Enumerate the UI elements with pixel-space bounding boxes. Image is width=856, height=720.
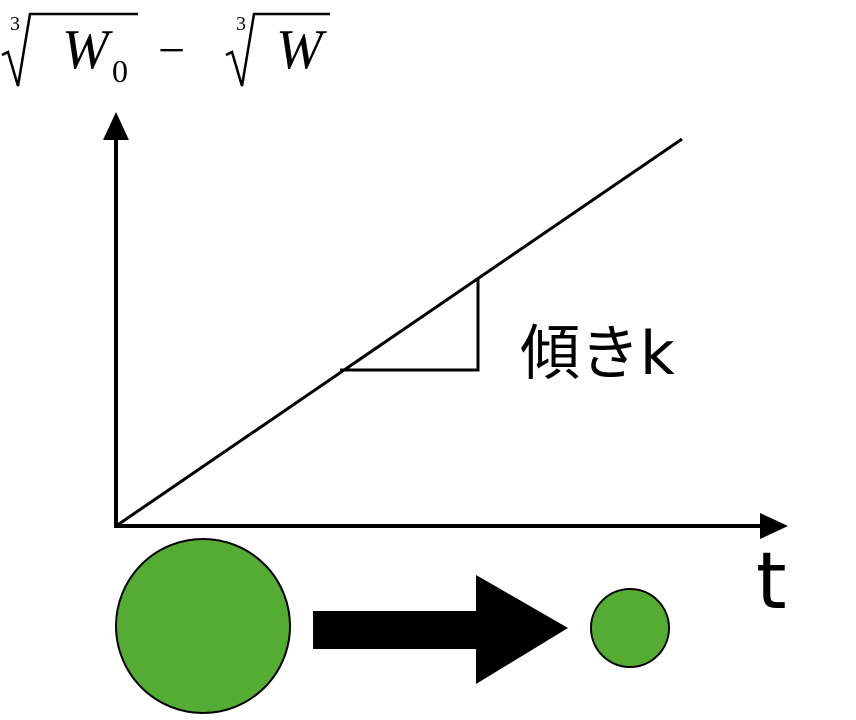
radicand-1-subscript: 0: [112, 53, 128, 89]
y-axis-arrow-icon: [103, 112, 129, 140]
x-axis-label: t: [756, 537, 787, 627]
y-axis-label: 3 W 0 − 3 W: [1, 12, 330, 89]
minus-operator: −: [158, 24, 185, 77]
slope-label: 傾きk: [520, 319, 675, 389]
root-index-2: 3: [236, 13, 246, 35]
radical-sign-2-icon: [225, 12, 330, 87]
radicand-1: W: [62, 19, 113, 81]
large-particle-icon: [115, 538, 291, 714]
linear-trend-line: [115, 137, 683, 528]
radicand-2: W: [276, 19, 327, 81]
radical-sign-1-icon: [1, 12, 138, 87]
x-axis-arrow-icon: [760, 513, 788, 539]
shrink-arrow-icon: [313, 575, 568, 684]
slope-triangle: [340, 278, 480, 372]
small-particle-icon: [590, 588, 670, 668]
root-index-1: 3: [10, 13, 20, 35]
